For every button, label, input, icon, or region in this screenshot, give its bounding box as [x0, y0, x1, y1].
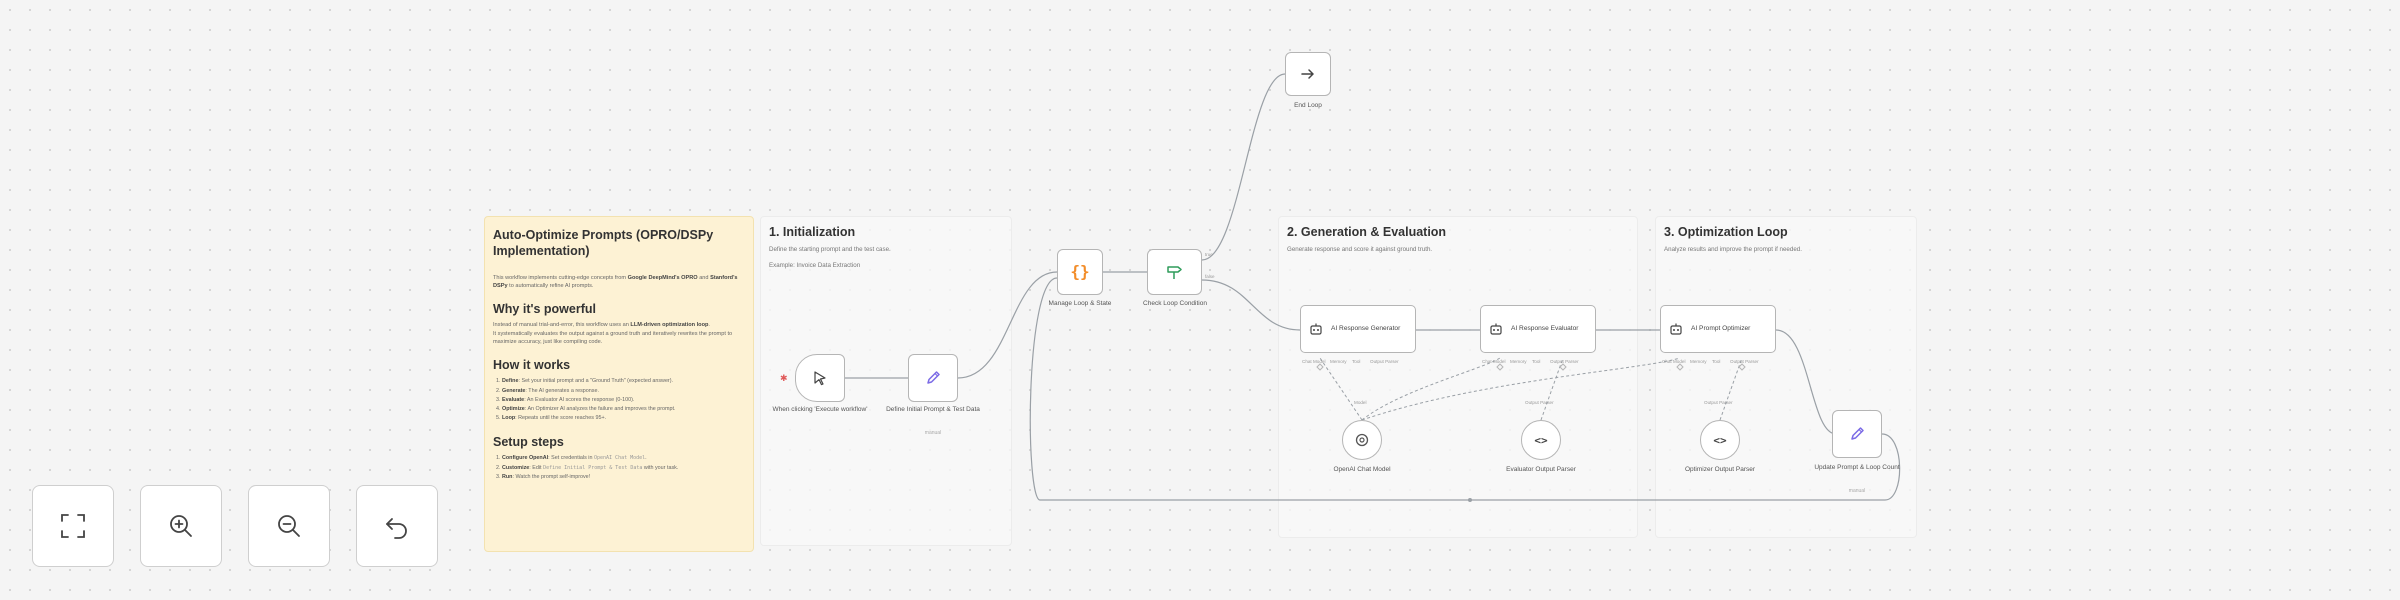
- setup-step: Run: Watch the prompt self-improve!: [502, 473, 745, 482]
- evaluator-output-parser-label: Evaluator Output Parser: [1506, 466, 1576, 473]
- update-prompt-node-sub: manual: [1848, 488, 1866, 494]
- openai-top-label: Model: [1354, 400, 1367, 405]
- ai-generator-title: AI Response Generator: [1331, 324, 1401, 332]
- openai-icon: [1354, 432, 1370, 448]
- ai-evaluator-node[interactable]: AI Response Evaluator: [1480, 305, 1596, 353]
- generation-title: 2. Generation & Evaluation: [1287, 225, 1447, 239]
- initialization-desc: Define the starting prompt and the test …: [769, 245, 891, 253]
- why-text-1: Instead of manual trial-and-error, this …: [493, 322, 710, 329]
- eval-parser-top-label: Output Parser: [1525, 400, 1554, 405]
- define-prompt-node-sub: manual: [924, 430, 942, 436]
- signpost-icon: [1166, 264, 1184, 280]
- code-icon: <>: [1713, 433, 1727, 447]
- ai-evaluator-title: AI Response Evaluator: [1511, 324, 1579, 332]
- check-condition-node[interactable]: [1147, 249, 1202, 295]
- optimizer-output-parser-label: Optimizer Output Parser: [1684, 466, 1756, 473]
- manage-loop-node-label: Manage Loop & State: [1048, 300, 1112, 307]
- eval-port-chat-model: Chat Model: [1482, 359, 1506, 364]
- cursor-icon: [812, 370, 828, 386]
- trigger-node-label: When clicking 'Execute workflow': [772, 406, 868, 413]
- eval-port-tool: Tool: [1532, 359, 1541, 364]
- how-step: Optimize: An Optimizer AI analyzes the f…: [502, 405, 745, 414]
- zoom-out-icon: [278, 515, 300, 537]
- braces-icon: {}: [1070, 262, 1090, 281]
- why-text-2: It systematically evaluates the output a…: [493, 330, 733, 346]
- optim-port-output-parser: Output Parser: [1730, 359, 1759, 364]
- overview-title: Auto-Optimize Prompts (OPRO/DSPy Impleme…: [493, 228, 714, 259]
- trigger-marker: ✱: [780, 373, 788, 383]
- check-true-label: true: [1205, 252, 1213, 257]
- how-step: Loop: Repeats until the score reaches 95…: [502, 414, 745, 423]
- end-loop-node-label: End Loop: [1294, 102, 1322, 109]
- sticky-note-generation[interactable]: 2. Generation & Evaluation Generate resp…: [1278, 216, 1638, 538]
- fit-view-icon: [61, 514, 85, 538]
- update-prompt-node[interactable]: [1832, 410, 1882, 458]
- openai-chat-model-node[interactable]: [1342, 420, 1382, 460]
- define-prompt-node[interactable]: [908, 354, 958, 402]
- trigger-node[interactable]: [795, 354, 845, 402]
- evaluator-output-parser-node[interactable]: <>: [1521, 420, 1561, 460]
- undo-button[interactable]: [356, 485, 438, 567]
- pencil-icon: [1848, 425, 1866, 443]
- how-step: Evaluate: An Evaluator AI scores the res…: [502, 396, 745, 405]
- check-condition-node-label: Check Loop Condition: [1143, 300, 1207, 307]
- end-loop-node[interactable]: [1285, 52, 1331, 96]
- why-title: Why it's powerful: [493, 302, 596, 317]
- how-step: Generate: The AI generates a response.: [502, 387, 745, 396]
- how-step: Define: Set your initial prompt and a "G…: [502, 377, 745, 386]
- optim-port-memory: Memory: [1690, 359, 1707, 364]
- optimizer-output-parser-node[interactable]: <>: [1700, 420, 1740, 460]
- gen-port-output-parser: Output Parser: [1370, 359, 1399, 364]
- check-false-label: false: [1205, 274, 1215, 279]
- ai-generator-node[interactable]: AI Response Generator: [1300, 305, 1416, 353]
- update-prompt-node-label: Update Prompt & Loop Count: [1814, 464, 1900, 471]
- fit-view-button[interactable]: [32, 485, 114, 567]
- zoom-out-button[interactable]: [248, 485, 330, 567]
- overview-intro: This workflow implements cutting-edge co…: [493, 274, 738, 289]
- define-prompt-node-label: Define Initial Prompt & Test Data: [886, 406, 980, 413]
- initialization-title: 1. Initialization: [769, 225, 856, 239]
- openai-chat-model-label: OpenAI Chat Model: [1333, 466, 1391, 473]
- undo-icon: [386, 518, 407, 539]
- initialization-example: Example: Invoice Data Extraction: [769, 262, 861, 270]
- eval-port-output-parser: Output Parser: [1550, 359, 1579, 364]
- setup-step: Configure OpenAI: Set credentials in Ope…: [502, 454, 745, 463]
- setup-step: Customize: Edit Define Initial Prompt & …: [502, 464, 745, 473]
- gen-port-memory: Memory: [1330, 359, 1347, 364]
- setup-steps-list: Configure OpenAI: Set credentials in Ope…: [493, 454, 745, 482]
- optim-port-tool: Tool: [1712, 359, 1721, 364]
- eval-port-memory: Memory: [1510, 359, 1527, 364]
- gen-port-chat-model: Chat Model: [1302, 359, 1326, 364]
- code-icon: <>: [1534, 433, 1548, 447]
- pencil-icon: [924, 369, 942, 387]
- how-steps-list: Define: Set your initial prompt and a "G…: [493, 377, 745, 423]
- gen-port-tool: Tool: [1352, 359, 1361, 364]
- sticky-note-overview[interactable]: Auto-Optimize Prompts (OPRO/DSPy Impleme…: [484, 216, 754, 552]
- generation-desc: Generate response and score it against g…: [1287, 245, 1433, 253]
- ai-optimizer-node[interactable]: AI Prompt Optimizer: [1660, 305, 1776, 353]
- optimization-desc: Analyze results and improve the prompt i…: [1664, 245, 1802, 253]
- manage-loop-node[interactable]: {}: [1057, 249, 1103, 295]
- setup-title: Setup steps: [493, 435, 564, 450]
- robot-icon: [1669, 322, 1683, 336]
- zoom-in-icon: [170, 515, 192, 537]
- robot-icon: [1489, 322, 1503, 336]
- how-title: How it works: [493, 358, 571, 373]
- opt-parser-top-label: Output Parser: [1704, 400, 1733, 405]
- arrow-right-icon: [1300, 66, 1316, 82]
- ai-optimizer-title: AI Prompt Optimizer: [1691, 324, 1751, 332]
- robot-icon: [1309, 322, 1323, 336]
- optim-port-chat-model: Chat Model: [1662, 359, 1686, 364]
- optimization-title: 3. Optimization Loop: [1664, 225, 1788, 239]
- zoom-in-button[interactable]: [140, 485, 222, 567]
